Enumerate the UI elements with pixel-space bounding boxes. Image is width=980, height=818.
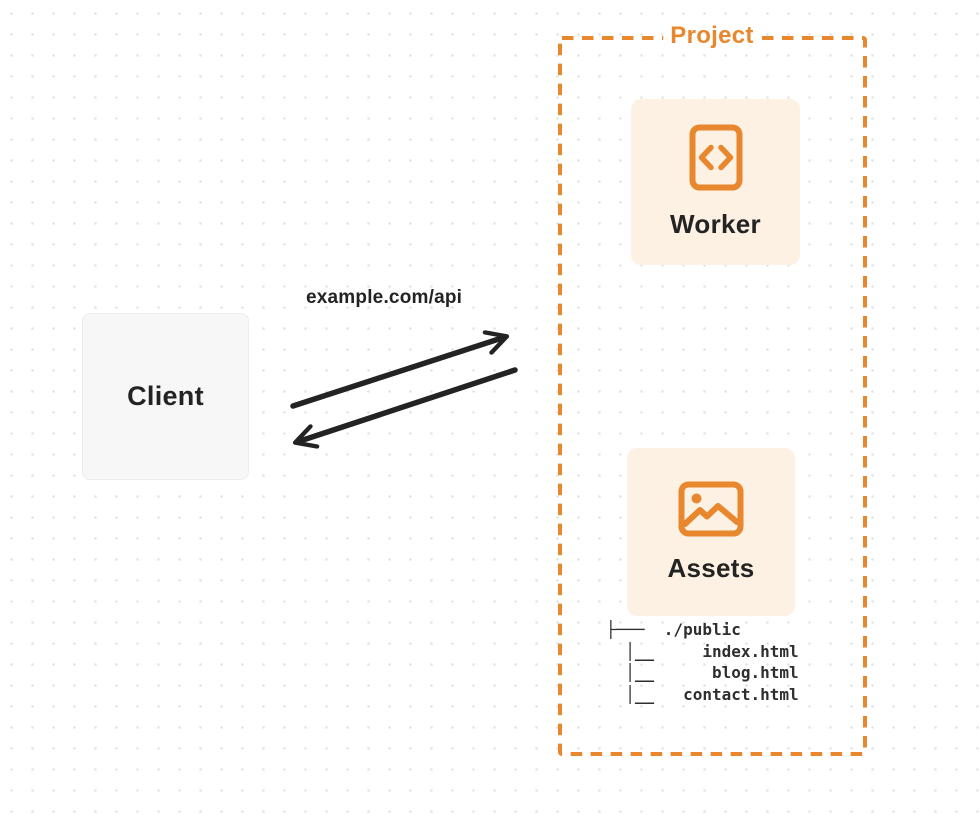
tree-line-index: │__ index.html: [606, 641, 799, 661]
tree-line-contact: │__ contact.html: [606, 684, 799, 704]
project-title: Project: [663, 22, 761, 50]
worker-label: Worker: [670, 209, 761, 239]
code-file-icon: [689, 124, 742, 191]
assets-node: Assets: [627, 448, 795, 616]
assets-label: Assets: [667, 552, 755, 583]
tree-line-public: ├─── ./public: [606, 620, 741, 639]
tree-line-blog: │__ blog.html: [606, 663, 799, 682]
worker-node: Worker: [631, 99, 800, 265]
image-icon: [678, 481, 744, 536]
client-label: Client: [127, 381, 204, 411]
response-arrow: [297, 367, 518, 442]
client-node: Client: [82, 313, 249, 480]
file-tree: ├─── ./public │__ index.html │__ blog.ht…: [606, 619, 799, 705]
request-arrow: [290, 337, 505, 409]
request-url-label: example.com/api: [306, 287, 463, 308]
